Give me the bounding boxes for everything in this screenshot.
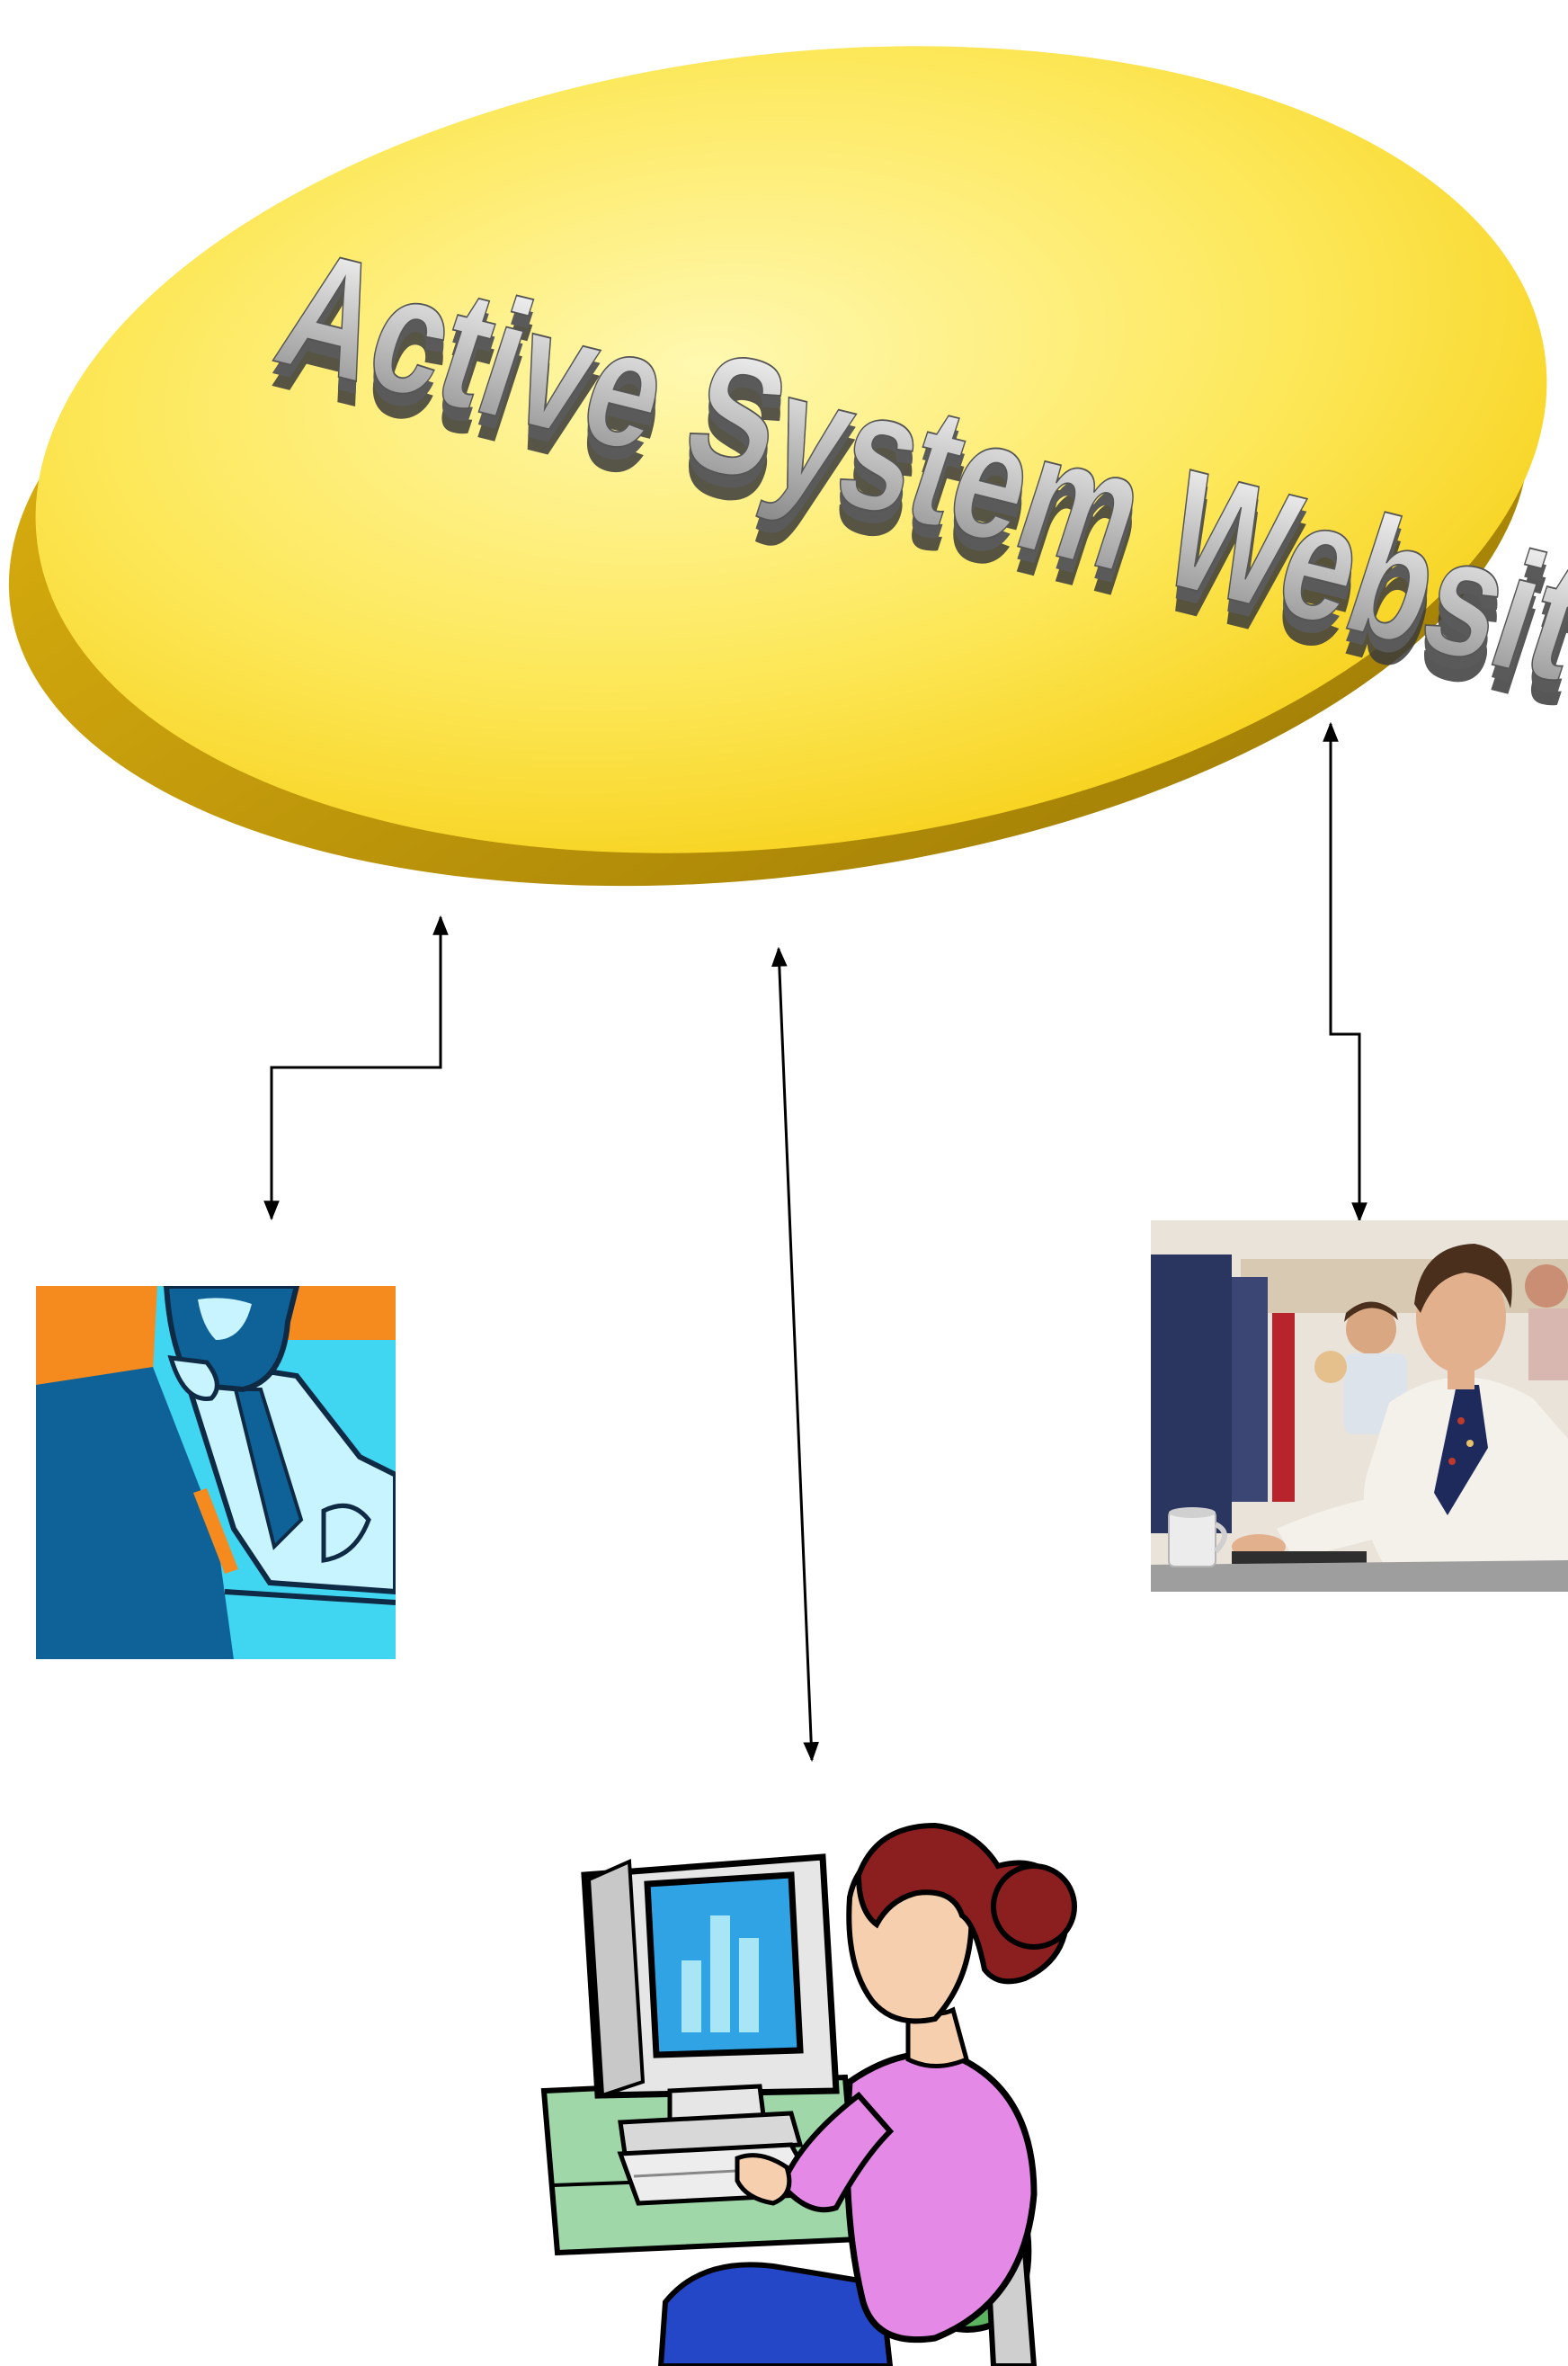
connector-center (771, 946, 819, 1763)
hub-ellipse[interactable] (0, 0, 1568, 968)
office-worker-photo[interactable] (1151, 1220, 1568, 1592)
connectors (263, 721, 1368, 1763)
connector-left (263, 915, 449, 1221)
hub-ellipse-top (35, 46, 1547, 853)
connector-right (1323, 721, 1368, 1223)
thinking-man-at-desk-icon[interactable] (36, 1286, 396, 1659)
woman-at-computer-icon[interactable] (540, 1822, 1077, 2366)
